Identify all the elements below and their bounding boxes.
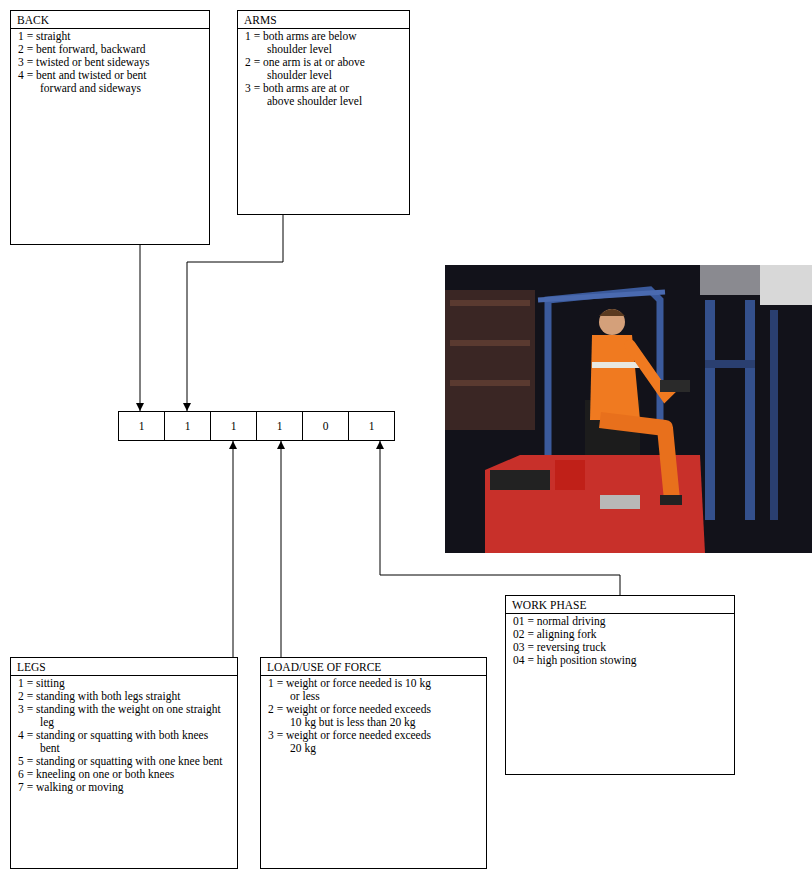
mast-crossbar [705,360,755,368]
steering-controls [660,380,690,392]
code-value: 1 [231,420,237,433]
code-definition: 04 = high position stowing [513,654,653,667]
worker-head [599,309,625,335]
pointer-arrow [140,245,141,411]
code-cell: 1 [164,411,211,441]
code-definition: 4 = bent and twisted or bent forward and… [18,69,153,95]
code-definition: 3 = weight or force needed exceeds 20 kg [268,729,433,755]
code-value: 0 [323,420,329,433]
pointer-arrow [380,441,620,595]
category-box: WORK PHASE01 = normal driving02 = aligni… [505,595,735,775]
box-heading: LEGS [11,658,237,676]
code-definition: 02 = aligning fork [513,628,653,641]
pointer-arrow [233,441,234,657]
category-box: ARMS1 = both arms are below shoulder lev… [237,10,410,215]
photo-background [445,265,812,553]
pointer-arrow [281,441,282,657]
load-pallet [760,265,812,305]
shelf-beam [450,300,530,306]
mast-upright [705,300,715,520]
mast-rear [770,310,778,520]
code-definition: 2 = one arm is at or above shoulder leve… [245,56,375,82]
category-box: BACK1 = straight2 = bent forward, backwa… [10,10,210,245]
box-heading: ARMS [238,11,409,29]
mast-upright [745,300,755,520]
code-value: 1 [139,420,145,433]
code-definition: 2 = weight or force needed exceeds 10 kg… [268,703,433,729]
code-definition: 1 = straight [18,30,153,43]
code-definition: 3 = standing with the weight on one stra… [18,703,223,729]
code-value: 1 [185,420,191,433]
code-definition: 2 = standing with both legs straight [18,690,223,703]
load-pallet [700,265,760,295]
overhead-guard-top [538,292,665,300]
code-definition: 4 = standing or squatting with both knee… [18,729,223,755]
category-box: LOAD/USE OF FORCE1 = weight or force nee… [260,657,487,869]
code-value: 1 [277,420,283,433]
box-heading: WORK PHASE [506,596,734,614]
code-definition: 3 = twisted or bent sideways [18,56,153,69]
truck-panel [490,470,550,490]
truck-badge [600,495,640,509]
fire-extinguisher [555,460,585,490]
code-definition: 1 = weight or force needed is 10 kg or l… [268,677,433,703]
warehouse-shelves [445,290,535,430]
code-definition: 01 = normal driving [513,615,653,628]
box-heading: LOAD/USE OF FORCE [261,658,486,676]
reflective-stripe [592,362,640,368]
worker-hair [599,309,625,316]
code-cell: 1 [348,411,395,441]
category-box: LEGS1 = sitting2 = standing with both le… [10,657,238,869]
code-definition: 5 = standing or squatting with one knee … [18,755,223,768]
box-heading: BACK [11,11,209,29]
code-cell: 1 [210,411,257,441]
code-definition: 1 = sitting [18,677,223,690]
code-definition: 7 = walking or moving [18,781,223,794]
code-cell: 0 [302,411,349,441]
code-definition: 2 = bent forward, backward [18,43,153,56]
code-definition: 03 = reversing truck [513,641,653,654]
code-value: 1 [369,420,375,433]
code-cell: 1 [256,411,303,441]
code-definition: 1 = both arms are below shoulder level [245,30,375,56]
shelf-beam [450,340,530,346]
worker-legs [600,420,672,500]
code-definition: 6 = kneeling on one or both knees [18,768,223,781]
worker-boot [660,495,682,505]
shelf-beam [450,380,530,386]
code-cell: 1 [118,411,165,441]
code-definition: 3 = both arms are at or above shoulder l… [245,82,375,108]
